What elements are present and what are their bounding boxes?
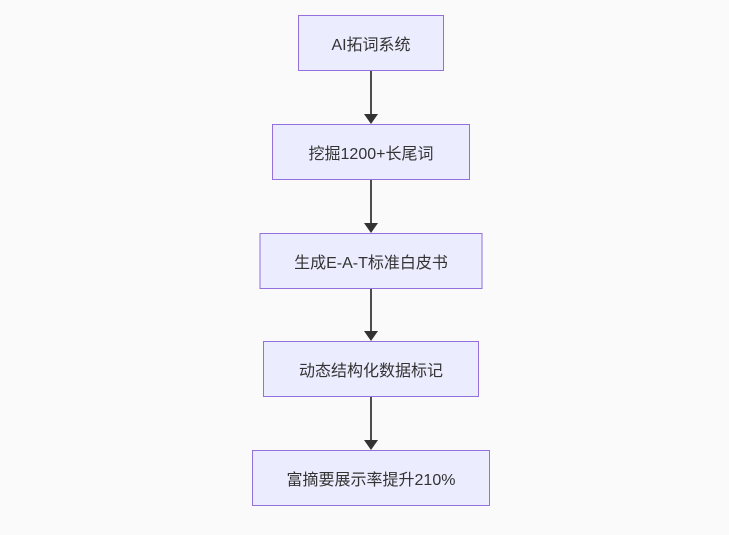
arrow-down-icon	[364, 114, 378, 124]
arrow-line	[370, 289, 372, 333]
arrow-line	[370, 180, 372, 225]
flow-node-label: 挖掘1200+长尾词	[308, 146, 434, 163]
flow-node-label: AI拓词系统	[331, 37, 411, 54]
arrow-down-icon	[364, 331, 378, 341]
flow-node-label: 生成E-A-T标准白皮书	[294, 255, 448, 272]
arrow-line	[370, 71, 372, 116]
arrow-line	[370, 397, 372, 442]
arrow-down-icon	[364, 440, 378, 450]
flow-edge-3	[364, 289, 378, 341]
arrow-down-icon	[364, 223, 378, 233]
flow-node-label: 富摘要展示率提升210%	[286, 472, 456, 489]
flow-node-rich-snippet-result: 富摘要展示率提升210%	[252, 450, 490, 506]
flow-edge-2	[364, 180, 378, 233]
flow-node-structured-data-markup: 动态结构化数据标记	[263, 341, 479, 397]
flow-edge-1	[364, 71, 378, 124]
flow-node-ai-word-expansion: AI拓词系统	[298, 15, 444, 71]
flow-node-longtail-mining: 挖掘1200+长尾词	[272, 124, 470, 180]
flow-node-label: 动态结构化数据标记	[298, 363, 443, 380]
flow-edge-4	[364, 397, 378, 450]
flow-node-eat-whitepaper: 生成E-A-T标准白皮书	[259, 233, 483, 289]
